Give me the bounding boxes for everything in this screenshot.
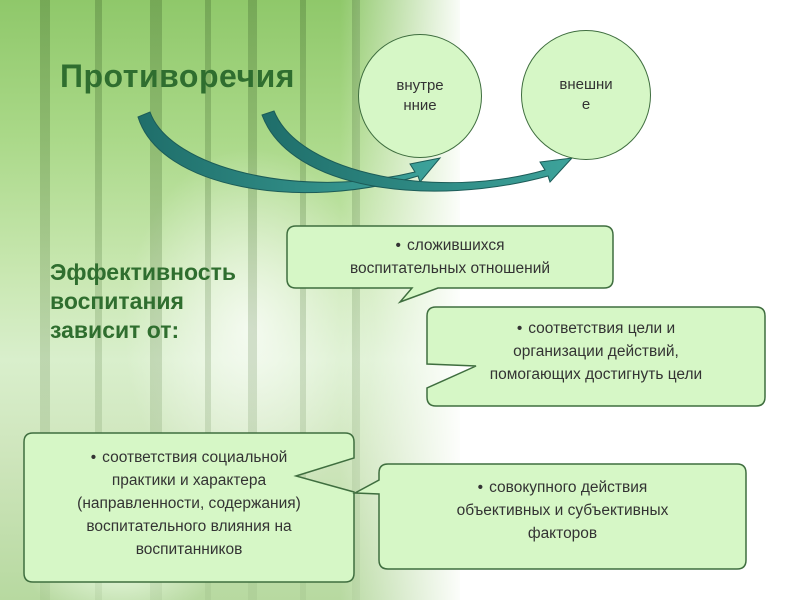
tree-trunk — [205, 0, 211, 600]
slide-title: Противоречия — [60, 58, 295, 94]
factor-line: воспитанников — [135, 541, 243, 558]
factor-relations-text: • сложившихся воспитательных отношений — [288, 234, 612, 280]
circle-text: нние — [403, 97, 437, 114]
factor-line: помогающих достигнуть цели — [489, 366, 703, 383]
arrow-to-internal — [137, 111, 442, 194]
bullet-icon: • — [516, 320, 523, 337]
callout-goals — [426, 306, 766, 407]
external-contradictions-circle: внешни е — [521, 30, 651, 160]
callout-social-practice — [23, 432, 355, 583]
effectiveness-line: зависит от: — [50, 317, 180, 343]
factor-line: факторов — [527, 525, 598, 542]
bullet-icon: • — [395, 237, 401, 254]
factor-line: (направленности, содержания) — [77, 495, 301, 512]
tree-trunk — [95, 0, 102, 600]
bullet-icon: • — [90, 449, 97, 466]
effectiveness-heading: Эффективность воспитания зависит от: — [50, 258, 290, 345]
effectiveness-line: воспитания — [50, 288, 184, 314]
effectiveness-line: Эффективность — [50, 259, 236, 285]
factor-social-practice-text: • соответствия социальной практики и хара… — [26, 446, 352, 561]
bullet-icon: • — [477, 479, 484, 496]
tree-trunk — [40, 0, 50, 600]
factor-line: соответствия социальной — [102, 449, 288, 466]
factor-line: соответствия цели и — [528, 320, 676, 337]
factor-line: объективных и субъективных — [456, 502, 669, 519]
factor-line: совокупного действия — [489, 479, 648, 496]
callout-relations — [286, 225, 614, 304]
factor-goals-text: • соответствия цели и организации действи… — [428, 317, 764, 386]
circle-text: внутре — [396, 77, 444, 94]
factor-line: воспитательных отношений — [349, 260, 551, 277]
factor-line: практики и характера — [111, 472, 267, 489]
internal-contradictions-circle: внутре нние — [358, 34, 482, 158]
factor-line: организации действий, — [513, 343, 679, 360]
factor-line: сложившихся — [406, 237, 505, 254]
circle-text: е — [581, 96, 591, 113]
callout-combined-factors — [352, 463, 747, 570]
tree-trunk — [300, 0, 306, 600]
factor-line: воспитательного влияния на — [86, 518, 292, 535]
circle-text: внешни — [559, 76, 613, 93]
tree-trunk — [248, 0, 257, 600]
factor-combined-text: • совокупного действия объективных и субъ… — [380, 476, 745, 545]
